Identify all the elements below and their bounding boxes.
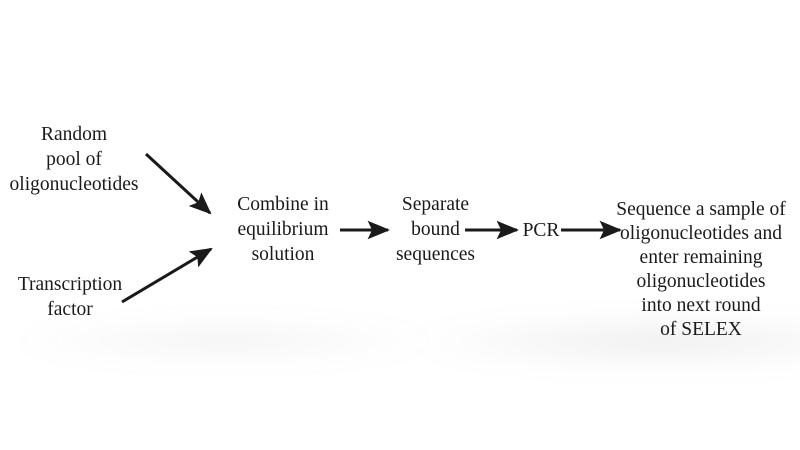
node-sequence-line-3: enter remaining [639, 247, 763, 268]
node-separate-bound-sequences: Separate bound sequences [388, 192, 483, 267]
node-pcr-label: PCR [522, 220, 560, 241]
node-combine-line-2: equilibrium [237, 219, 329, 240]
node-separate-line-2: bound [411, 219, 460, 240]
node-sequence-line-5: into next round [641, 295, 761, 316]
node-separate-line-1: Separate [401, 194, 470, 215]
node-transcription-factor: Transcription factor [0, 272, 140, 322]
node-combine-line-1: Combine in [237, 194, 329, 215]
node-separate-line-3: sequences [395, 244, 476, 265]
node-transcription-factor-line-1: Transcription [17, 274, 123, 295]
node-sequence-sample-and-reenter-selex: Sequence a sample of oligonucleotides an… [602, 198, 800, 342]
node-random-pool-line-1: Random [40, 124, 108, 145]
node-combine-line-3: solution [251, 244, 315, 265]
arrow-transcription-to-combine [121, 247, 213, 304]
node-pcr: PCR [519, 218, 563, 243]
node-transcription-factor-line-2: factor [47, 299, 93, 320]
arrow-random-pool-to-combine [144, 152, 212, 215]
node-combine-in-equilibrium-solution: Combine in equilibrium solution [228, 192, 338, 267]
node-sequence-line-4: oligonucleotides [636, 271, 766, 292]
node-random-pool-line-2: pool of [46, 149, 102, 170]
node-sequence-line-6: of SELEX [660, 319, 742, 340]
node-sequence-line-1: Sequence a sample of [616, 199, 786, 220]
node-random-pool-of-oligonucleotides: Random pool of oligonucleotides [0, 122, 154, 197]
node-sequence-line-2: oligonucleotides and [620, 223, 782, 244]
node-random-pool-line-3: oligonucleotides [9, 174, 139, 195]
